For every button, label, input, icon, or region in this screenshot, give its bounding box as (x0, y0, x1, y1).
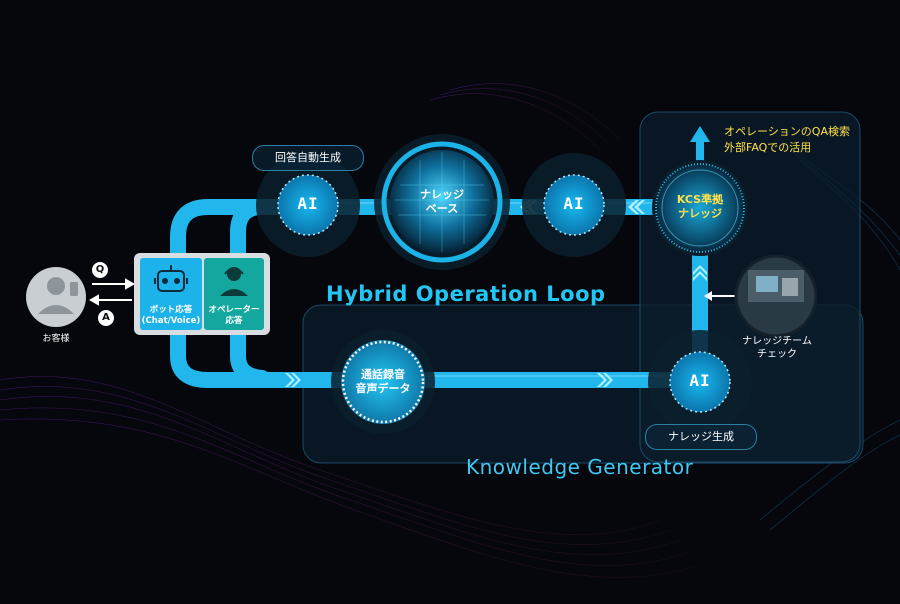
loop-title-rest: ybrid Operation Loop (344, 282, 606, 306)
knowledge-team-photo (734, 254, 818, 338)
hybrid-operation-loop-title: Hybrid Operation Loop (326, 282, 606, 306)
kcs-up-arrow (690, 126, 710, 172)
ai-generate-text: AI (689, 371, 711, 390)
flow-arrows-right (693, 265, 707, 281)
robot-icon (154, 265, 188, 292)
q-badge: Q (92, 262, 108, 278)
answer-auto-gen-tag: 回答自動生成 (252, 145, 364, 171)
bot-label: ボット応答 (Chat/Voice) (141, 305, 201, 326)
kcs-label: KCS準拠 ナレッジ (676, 193, 724, 221)
customer-label: お客様 (42, 334, 70, 344)
kcs-node (652, 160, 748, 256)
loop-title-initial: H (326, 282, 345, 306)
person-icon (26, 267, 86, 327)
operator-icon (220, 267, 248, 296)
call-record-node (331, 330, 435, 434)
ai-middle-text: AI (563, 194, 585, 213)
kcs-output-note: オペレーションのQA検索 外部FAQでの活用 (724, 125, 850, 154)
ai-answer-text: AI (297, 194, 319, 213)
knowledge-base-node (374, 134, 510, 270)
customer-arrows (88, 278, 136, 306)
knowledge-team-label: ナレッジチーム チェック (742, 336, 812, 360)
ai-answer-node (256, 153, 360, 257)
ai-generate-node (648, 330, 752, 434)
call-record-label: 通話録音 音声データ (355, 368, 411, 396)
knowledge-base-label: ナレッジ ベース (420, 188, 464, 216)
a-badge: A (98, 310, 114, 326)
ai-middle-node (522, 153, 626, 257)
flow-arrows-bottom (285, 373, 613, 387)
operator-label: オペレーター 応答 (208, 305, 260, 326)
background-waves (0, 83, 701, 578)
knowledge-gen-tag: ナレッジ生成 (645, 424, 757, 450)
knowledge-generator-title: Knowledge Generator (466, 455, 694, 479)
